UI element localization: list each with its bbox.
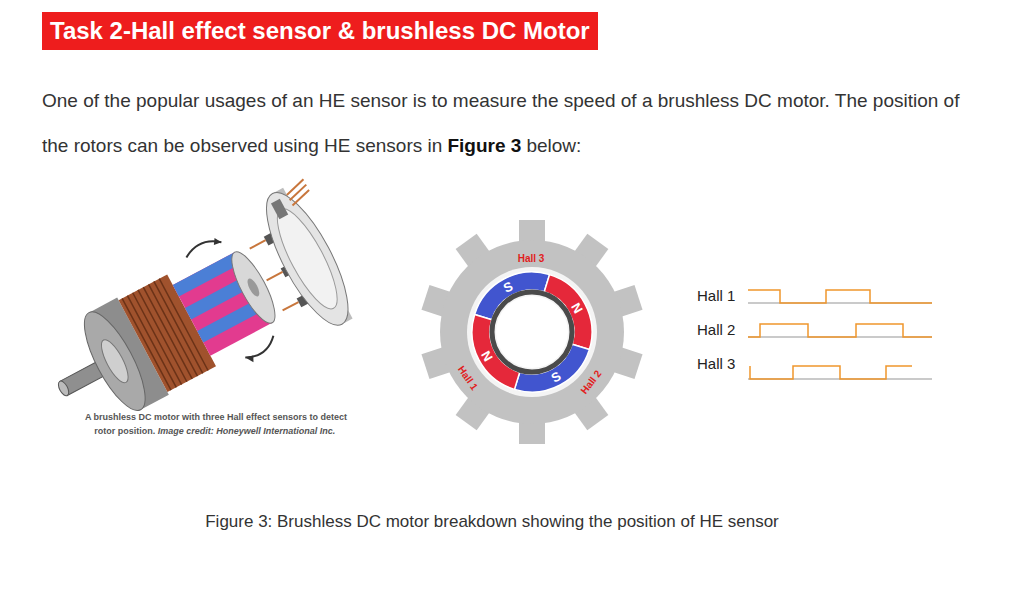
sensor-label: Hall 3 [518, 253, 545, 264]
image-caption: A brushless DC motor with three Hall eff… [80, 410, 352, 438]
image-credit: Image credit: Honeywell International In… [158, 426, 336, 436]
title-banner: Task 2-Hall effect sensor & brushless DC… [42, 12, 598, 50]
figure-caption: Figure 3: Brushless DC motor breakdown s… [0, 512, 984, 532]
paragraph-text: below: [526, 135, 581, 156]
hall-waveforms [748, 290, 932, 379]
motor-illustration [25, 178, 372, 456]
signal-name: Hall 1 [697, 287, 735, 304]
magnet-ring [472, 272, 592, 392]
rotor-center [496, 296, 568, 368]
intro-paragraph: One of the popular usages of an HE senso… [42, 78, 977, 168]
signal-name: Hall 3 [697, 355, 735, 372]
figure-reference: Figure 3 [447, 135, 521, 156]
signal-name: Hall 2 [697, 321, 735, 338]
rotor-core [492, 292, 572, 372]
stator-gear [421, 220, 642, 444]
